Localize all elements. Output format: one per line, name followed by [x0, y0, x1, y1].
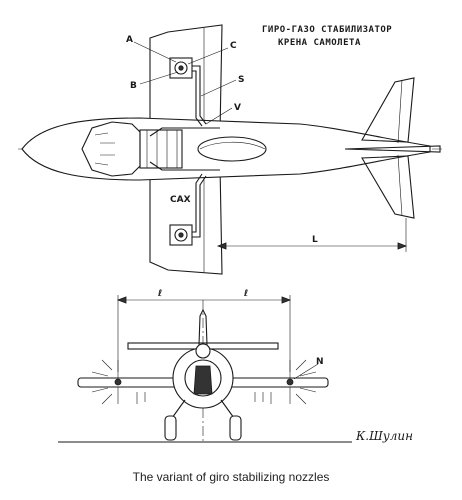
leader-B	[139, 71, 179, 85]
label-S: S	[238, 75, 244, 85]
dimension-L-arrow-left	[216, 242, 227, 250]
front-engine-face	[193, 365, 213, 395]
fin-topview	[344, 145, 441, 153]
nozzle-pipe-upper	[149, 127, 220, 137]
horizontal-tail-upper	[361, 77, 415, 143]
gyro-hub-lower	[178, 232, 184, 238]
plan-view: A B C S V CAX L	[18, 24, 442, 275]
label-CAX: CAX	[170, 195, 191, 205]
gas-duct-lower-b	[192, 173, 203, 233]
canopy	[197, 136, 267, 162]
gas-jets-left	[91, 359, 119, 405]
leader-N	[293, 363, 319, 380]
label-V: V	[234, 103, 241, 113]
wheel-left	[164, 415, 177, 441]
leader-S	[200, 79, 237, 97]
downwash-arrows	[136, 392, 272, 404]
dimension-l-arrow-left	[116, 296, 127, 304]
engine-detail	[94, 132, 115, 166]
dimension-L-arrow-right	[397, 242, 408, 250]
label-l-left: ℓ	[157, 289, 162, 299]
leader-V	[205, 107, 233, 125]
nozzle-right	[286, 378, 294, 386]
elevator-line-upper	[397, 79, 403, 144]
label-C: C	[230, 41, 237, 51]
front-canopy	[195, 343, 211, 359]
gear-strut-left	[171, 399, 186, 419]
figure-caption: The variant of giro stabilizing nozzles	[132, 470, 330, 484]
wheel-right	[229, 415, 242, 441]
signature: К.Шулин	[355, 429, 413, 443]
gyro-rotor-lower	[174, 228, 188, 242]
title-line-2: КРЕНА САМОЛЕТА	[278, 38, 361, 48]
canopy-frame	[199, 141, 266, 150]
title-line-1: ГИРО-ГАЗО СТАБИЛИЗАТОР	[262, 25, 392, 35]
label-N: N	[316, 357, 324, 367]
lower-wing	[149, 164, 223, 275]
upper-wing	[149, 24, 223, 134]
label-L: L	[312, 235, 318, 245]
engine-core	[139, 129, 183, 169]
gyro-hub-upper	[178, 65, 184, 71]
nozzle-pipe-lower	[149, 161, 220, 171]
nozzle-left	[114, 378, 122, 386]
elevator-line-lower	[397, 154, 403, 217]
leader-C	[187, 47, 229, 65]
leader-A	[133, 41, 177, 63]
fuselage	[21, 117, 431, 181]
gas-duct-lower-a	[192, 175, 207, 238]
engine-ribs	[146, 130, 178, 168]
gyro-rotor-upper	[174, 61, 188, 75]
front-intake	[184, 359, 222, 397]
front-view: ℓ ℓ N	[58, 289, 352, 443]
label-B: B	[130, 81, 137, 91]
gas-jets-right	[289, 359, 317, 405]
gas-duct-upper-a	[192, 65, 207, 125]
dimension-l-arrow-right	[281, 296, 292, 304]
gear-strut-right	[220, 399, 235, 419]
horizontal-tail-lower	[361, 155, 415, 219]
label-l-right: ℓ	[243, 289, 248, 299]
label-A: A	[126, 35, 133, 45]
gas-duct-upper-b	[192, 70, 203, 127]
